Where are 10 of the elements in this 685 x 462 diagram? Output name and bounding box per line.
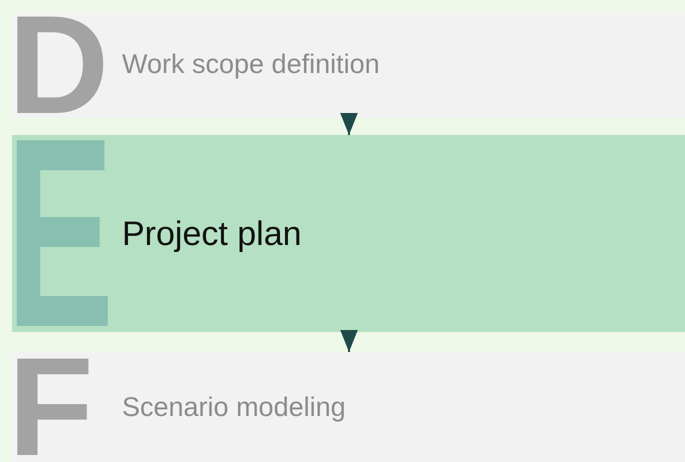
step-band (12, 352, 685, 462)
step-title: Work scope definition (122, 49, 380, 80)
arrow (340, 330, 358, 352)
step-letter: D (12, 15, 110, 116)
step-letter: F (12, 357, 94, 458)
arrow (340, 113, 358, 135)
step-title: Project plan (122, 215, 302, 254)
step-title: Scenario modeling (122, 392, 346, 423)
step-band (12, 12, 685, 118)
step-band (12, 135, 685, 332)
